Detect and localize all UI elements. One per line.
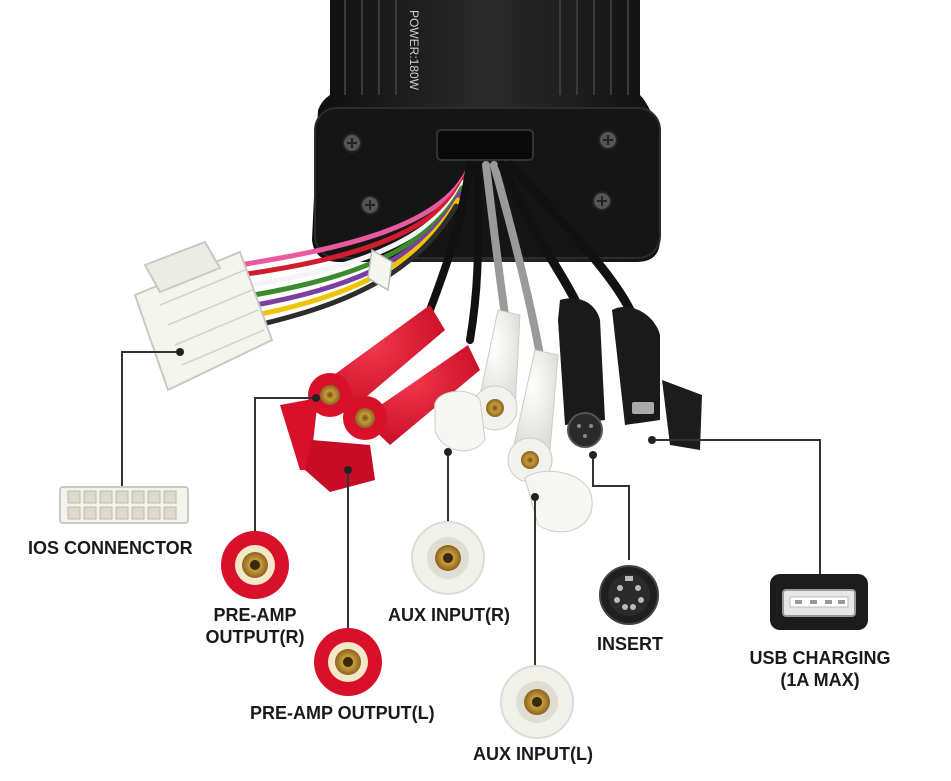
insert-label: INSERT [597,634,664,654]
zip-tie [367,248,393,292]
red-rca-plug-left [305,345,480,492]
insert-din-socket-icon [599,565,659,625]
preamp-l-label: PRE-AMP OUTPUT(L) [250,703,435,723]
amplifier-housing [312,0,661,262]
ios-connector-label: IOS CONNENCTOR [28,538,193,558]
insert-din-plug [558,298,605,448]
aux-l-label: AUX INPUT(L) [473,744,593,764]
usb-socket-icon [770,574,868,630]
preamp-r-label-line1: PRE-AMP [213,605,297,625]
usb-label-line2: (1A MAX) [780,670,860,690]
usb-label-line1: USB CHARGING [749,648,891,668]
preamp-r-label: PRE-AMP OUTPUT(R) [190,604,320,648]
aux-r-label: AUX INPUT(R) [388,605,510,625]
callout-lines [121,351,821,668]
white-rca-plug-left [507,349,593,533]
red-rca-plug-right [280,305,445,470]
ios-connector-icon [59,486,189,524]
preamp-l-jack-icon [314,628,382,696]
usb-plug [612,306,702,450]
aux-l-jack-icon [500,665,574,739]
preamp-r-jack-icon [221,531,289,599]
harness-plug [133,240,274,392]
preamp-r-label-line2: OUTPUT(R) [205,627,305,647]
power-rating-text: POWER:180W [407,10,421,91]
callout-dots [176,348,656,501]
signal-cables [426,160,635,359]
aux-r-jack-icon [411,521,485,595]
usb-label: USB CHARGING (1A MAX) [735,647,905,691]
white-rca-plug-right [434,309,521,452]
